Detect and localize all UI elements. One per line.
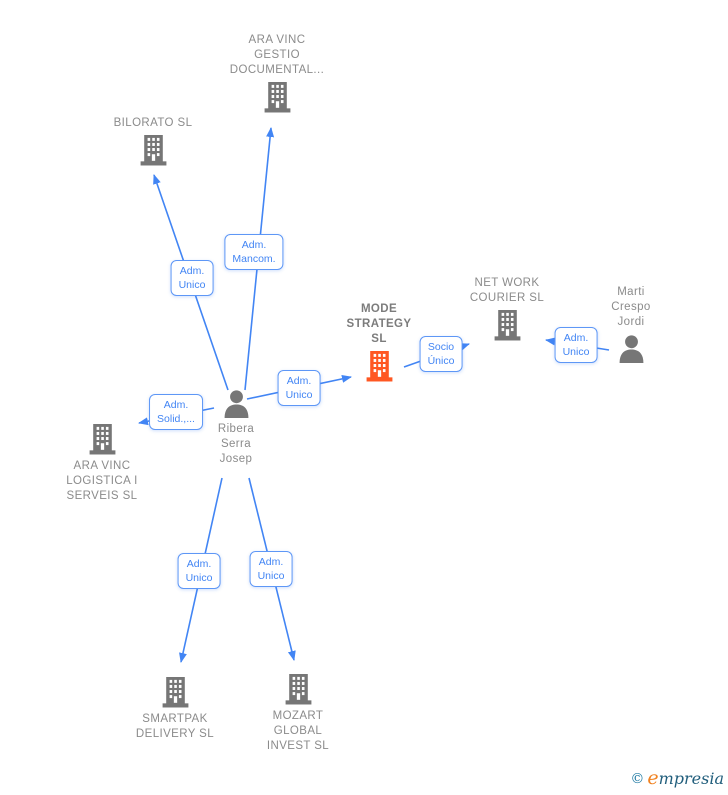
company-name: ARA VINC LOGISTICA I SERVEIS SL (66, 460, 138, 502)
edge-label-adm-unico-mozart: Adm. Unico (249, 551, 293, 587)
building-icon (285, 674, 311, 705)
edge-label-adm-solid: Adm. Solid.,... (149, 394, 203, 430)
node-net-work-courier[interactable]: NET WORK COURIER SL (442, 276, 572, 341)
node-smartpak[interactable]: SMARTPAK DELIVERY SL (110, 677, 240, 742)
edge-label-socio-unico: Socio Único (419, 336, 463, 372)
empresia-watermark[interactable]: ©empresia (630, 767, 724, 789)
company-name: ARA VINC GESTIO DOCUMENTAL... (229, 34, 325, 76)
person-icon (224, 390, 248, 418)
company-name: BILORATO SL (113, 117, 193, 129)
company-name-highlighted: MODE STRATEGY SL (346, 303, 412, 345)
building-icon (494, 310, 520, 341)
company-name: SMARTPAK DELIVERY SL (135, 713, 215, 740)
building-icon (89, 424, 115, 455)
building-icon (162, 677, 188, 708)
company-name: MOZART GLOBAL INVEST SL (266, 710, 330, 752)
edge-label-adm-unico-mode: Adm. Unico (277, 370, 321, 406)
brand-initial: e (647, 767, 659, 789)
building-icon (140, 135, 166, 166)
node-mode-strategy[interactable]: MODE STRATEGY SL (314, 302, 444, 382)
node-mozart[interactable]: MOZART GLOBAL INVEST SL (233, 674, 363, 754)
person-name: Ribera Serra Josep (217, 423, 255, 465)
edge-label-adm-mancom: Adm. Mancom. (224, 234, 284, 270)
brand-name: mpresia (658, 769, 724, 788)
copyright-icon: © (630, 771, 645, 787)
building-icon-highlighted (366, 351, 392, 382)
person-icon (619, 335, 643, 363)
edge-label-adm-unico-bilorato: Adm. Unico (170, 260, 214, 296)
company-name: NET WORK COURIER SL (469, 277, 545, 304)
node-marti-crespo[interactable]: Marti Crespo Jordi (566, 285, 696, 363)
person-name: Marti Crespo Jordi (611, 286, 651, 328)
edge-label-adm-unico-smartpak: Adm. Unico (177, 553, 221, 589)
node-bilorato[interactable]: BILORATO SL (88, 116, 218, 166)
building-icon (264, 82, 290, 113)
node-ara-vinc-logistica[interactable]: ARA VINC LOGISTICA I SERVEIS SL (37, 424, 167, 504)
node-ribera-serra[interactable]: Ribera Serra Josep (171, 389, 301, 467)
node-ara-vinc-gestio[interactable]: ARA VINC GESTIO DOCUMENTAL... (212, 33, 342, 113)
edge-label-adm-unico-networker: Adm. Unico (554, 327, 598, 363)
